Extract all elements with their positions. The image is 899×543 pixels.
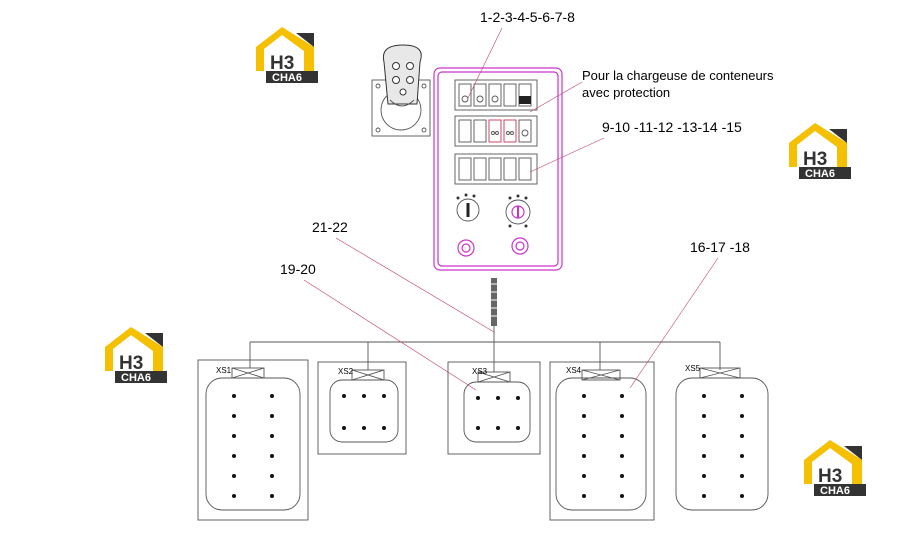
connector-xs2: XS2 xyxy=(317,361,407,455)
cable xyxy=(491,278,497,342)
label-parts-21-22: 21-22 xyxy=(312,219,348,235)
label-note-line1: Pour la chargeuse de conteneurs xyxy=(582,68,774,83)
pin-grid xyxy=(342,394,386,430)
connector-label: XS4 xyxy=(566,366,582,375)
logo-watermark-1: H3 CHA6 xyxy=(256,27,318,84)
pin-grid xyxy=(582,394,624,498)
logo-letters: H3 xyxy=(818,466,842,487)
harness-bus xyxy=(249,341,721,372)
logo-watermark-4: H3 CHA6 xyxy=(804,440,866,497)
pin-grid xyxy=(232,394,274,498)
label-parts-19-20: 19-20 xyxy=(280,261,316,277)
pin-grid xyxy=(476,396,520,430)
logo-letters: H3 xyxy=(119,353,143,374)
indicator-lamp-left xyxy=(457,239,475,257)
label-parts-1-8: 1-2-3-4-5-6-7-8 xyxy=(480,9,575,25)
logo-bar-text: CHA6 xyxy=(121,372,151,384)
rotary-selector-left xyxy=(456,193,480,222)
connector-xs5: XS5 xyxy=(675,364,769,511)
indicator-lamp-right xyxy=(511,237,529,255)
switch-row-bottom xyxy=(454,153,538,185)
joystick xyxy=(371,44,431,137)
label-parts-16-18: 16-17 -18 xyxy=(690,239,750,255)
switch-row-middle xyxy=(454,115,538,147)
connector-label: XS5 xyxy=(685,364,701,373)
control-panel xyxy=(433,67,563,271)
logo-bar-text: CHA6 xyxy=(272,72,302,84)
logo-letters: H3 xyxy=(803,149,827,170)
logo-bar-text: CHA6 xyxy=(805,168,835,180)
pin-grid xyxy=(702,394,744,498)
rotary-selector-right xyxy=(505,194,531,228)
switch-row-top xyxy=(454,79,538,111)
connector-xs3: XS3 xyxy=(447,361,541,455)
logo-letters: H3 xyxy=(270,53,294,74)
logo-watermark-2: H3 CHA6 xyxy=(789,123,851,180)
connector-label: XS3 xyxy=(472,367,488,376)
leader-lines xyxy=(303,27,719,391)
logo-watermark-3: H3 CHA6 xyxy=(105,327,167,384)
label-parts-9-15: 9-10 -11-12 -13-14 -15 xyxy=(602,119,742,135)
logo-bar-text: CHA6 xyxy=(820,485,850,497)
connector-xs4: XS4 xyxy=(549,361,655,521)
label-note-line2: avec protection xyxy=(582,85,670,100)
connector-xs1: XS1 xyxy=(197,359,309,521)
connector-label: XS2 xyxy=(338,367,354,376)
connector-label: XS1 xyxy=(216,366,232,375)
